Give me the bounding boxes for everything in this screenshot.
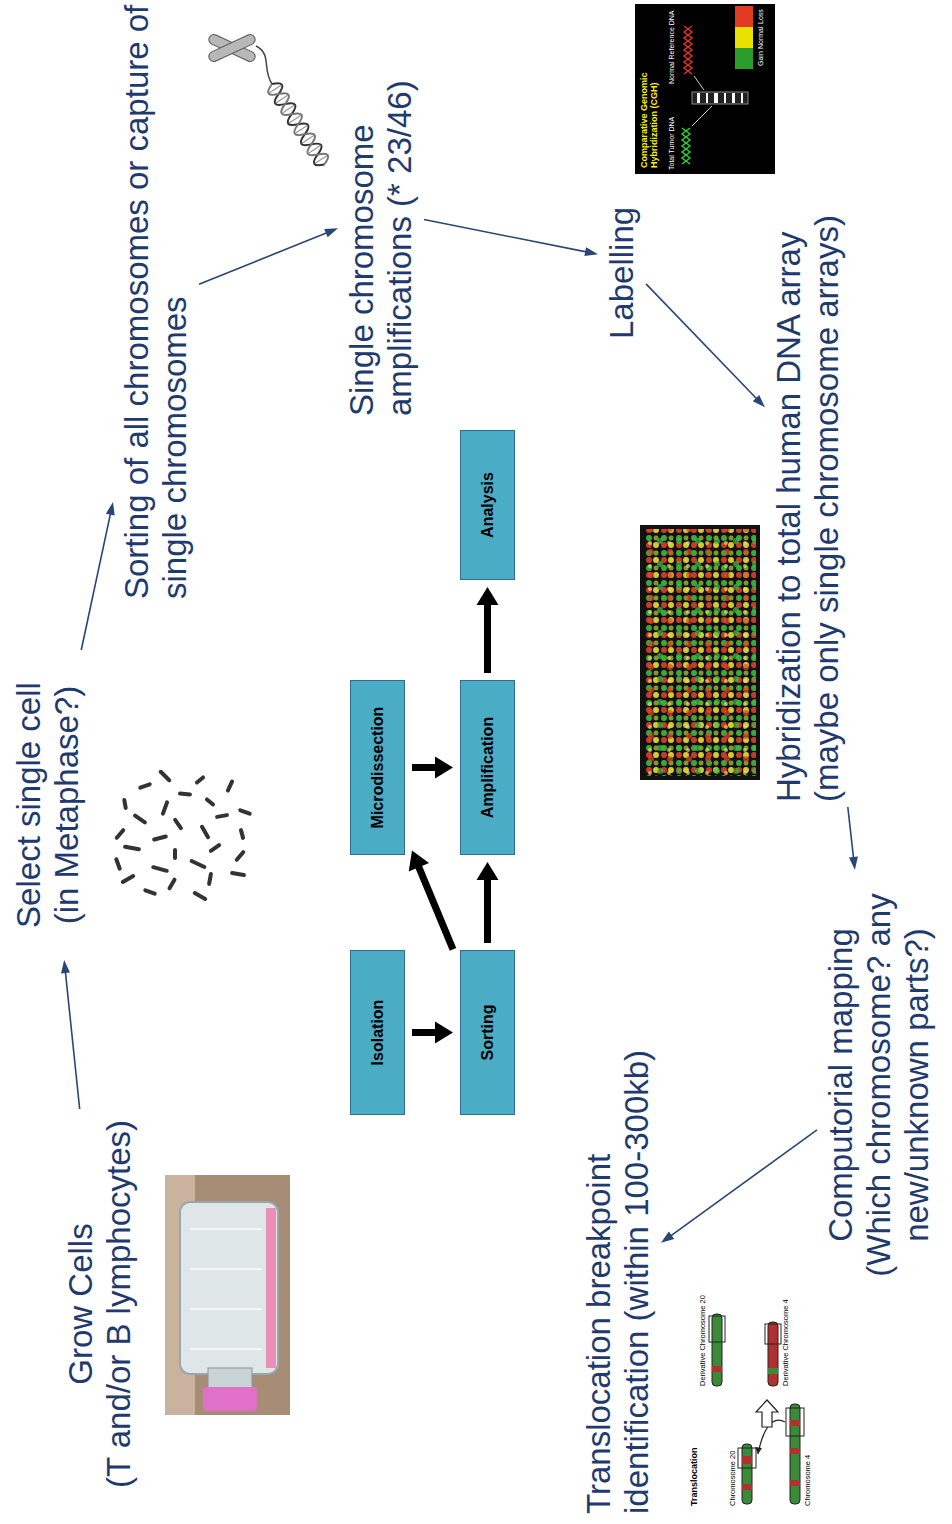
figure-label: Derivative Chromosome 4 [782, 1299, 790, 1386]
figure-label: Chromosome 4 [804, 1455, 812, 1506]
step-arrow [424, 220, 598, 257]
step-heading: Hybridization to total human DNA array [770, 102, 808, 802]
connector-line [412, 764, 436, 771]
connector-line [848, 807, 854, 858]
arrow-head [435, 1022, 453, 1044]
flow-arrow [477, 862, 499, 943]
step-text: Single chromosome amplifications (* 23/4… [343, 6, 419, 416]
figure-label: Loss [757, 9, 765, 24]
arrow-head [435, 757, 453, 779]
figure-label: Derivative Chromosome 20 [699, 1295, 707, 1386]
connector-line [412, 1029, 436, 1036]
step-arrow [199, 228, 338, 284]
step-text: Sorting of all chromosomes or capture of… [118, 4, 194, 599]
step-heading: Computorial mapping [822, 875, 860, 1295]
flow-arrow [412, 757, 453, 779]
step-note: (maybe only single chromosome arrays) [808, 102, 846, 802]
process-box: Microdissection [350, 680, 405, 855]
figure-label: Translocation [690, 1447, 700, 1506]
step-heading: Sorting of all chromosomes or capture of… [118, 4, 194, 599]
connector-line [419, 866, 453, 949]
step-text: Hybridization to total human DNA array(m… [770, 102, 846, 802]
figure-label: Normal Reference DNA [668, 10, 676, 84]
arrow-head [849, 857, 858, 870]
connector-line [199, 233, 327, 284]
microarray-photo [640, 525, 760, 780]
flow-arrow [412, 1022, 453, 1044]
step-arrow [848, 807, 858, 870]
arrow-head [61, 960, 70, 973]
cgh-thumbnail [635, 4, 775, 174]
step-text: Labelling [603, 179, 641, 339]
arrow-head [661, 1232, 674, 1243]
arrow-head [324, 228, 338, 237]
process-box: Isolation [350, 950, 405, 1115]
connector-line [671, 1130, 817, 1236]
figure-label: Normal [757, 26, 765, 49]
step-heading: Grow Cells [62, 1114, 100, 1494]
step-heading: Translocation breakpoint identification … [580, 1034, 656, 1514]
arrow-head [477, 587, 499, 605]
process-box: Analysis [460, 430, 515, 580]
metaphase-spread [114, 769, 253, 902]
step-text: Computorial mapping(Which chromosome? an… [822, 875, 936, 1295]
flow-arrow [477, 587, 499, 673]
connector-line [65, 972, 79, 1109]
step-note: (T and/or B lymphocytes) [100, 1114, 138, 1494]
step-heading: Select single cell [10, 655, 48, 955]
step-heading: Single chromosome amplifications (* 23/4… [343, 6, 419, 416]
step-note: (in Metaphase?) [48, 655, 86, 955]
arrow-head [584, 247, 598, 256]
process-box: Sorting [460, 950, 515, 1115]
box-label: Sorting [479, 1005, 497, 1061]
connector-line [484, 604, 491, 673]
box-label: Amplification [479, 717, 497, 818]
step-note: (Which chromosome? any new/unknown parts… [860, 875, 936, 1295]
arrow-head [409, 851, 429, 872]
connector-line [484, 879, 491, 943]
figure-label: Comparative Genomic Hybridization (CGH) [640, 56, 660, 168]
figure-label: Gain [757, 51, 765, 66]
step-text: Grow Cells(T and/or B lymphocytes) [62, 1114, 138, 1494]
step-arrow [61, 960, 80, 1109]
arrow-head [753, 395, 765, 407]
figure-label: Chromosome 20 [729, 1451, 737, 1506]
step-arrow [646, 284, 765, 407]
figure-label: Total Tumor DNA [668, 117, 676, 170]
flow-arrow [409, 851, 453, 950]
arrow-head [477, 862, 499, 880]
step-heading: Labelling [603, 179, 641, 339]
connector-line [646, 284, 757, 399]
box-label: Analysis [479, 472, 497, 538]
box-label: Isolation [369, 1000, 387, 1066]
connector-line [424, 220, 586, 252]
step-arrow [81, 502, 114, 650]
flask-photo [165, 1175, 290, 1415]
step-arrow [661, 1130, 817, 1243]
process-box: Amplification [460, 680, 515, 855]
chromosome-dna-sketch [207, 33, 331, 169]
step-text: Translocation breakpoint identification … [580, 1034, 656, 1514]
step-text: Select single cell(in Metaphase?) [10, 655, 86, 955]
arrow-head [106, 502, 115, 516]
box-label: Microdissection [369, 707, 387, 829]
connector-line [81, 514, 110, 650]
